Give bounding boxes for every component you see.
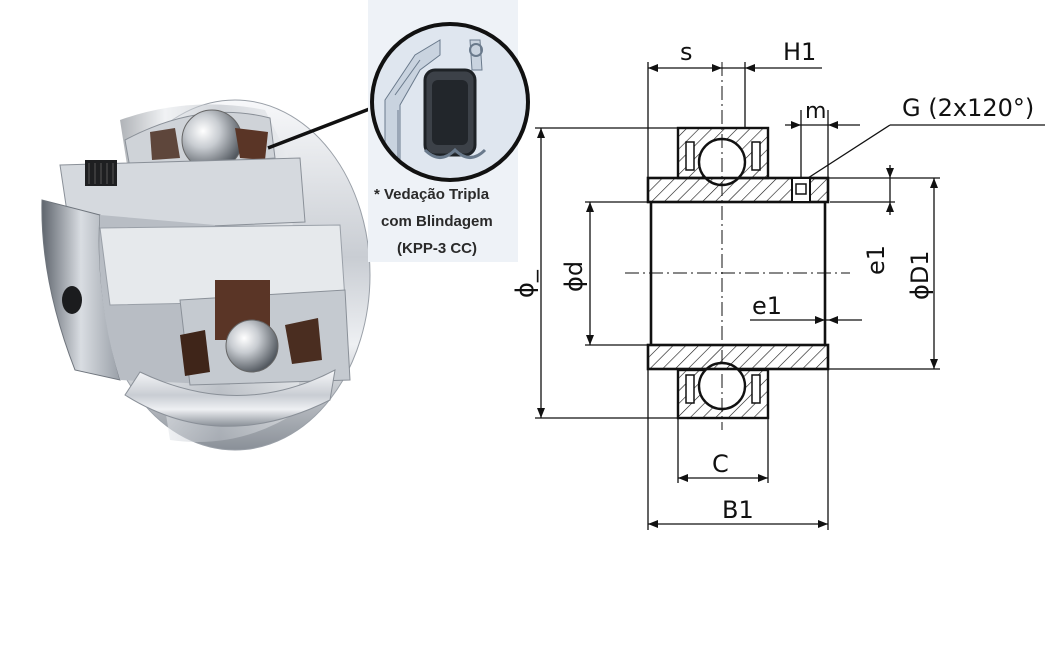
- dim-label-h1: H1: [783, 38, 816, 66]
- dim-label-e1-vertical: e1: [862, 245, 890, 275]
- dim-label-phi-outer: ϕ_: [511, 269, 539, 298]
- seal-note-line1: * Vedação Tripla: [374, 186, 490, 203]
- dim-label-phi-d: ϕd: [560, 261, 588, 292]
- dim-label-e1-horizontal: e1: [752, 292, 782, 320]
- detail-leader-line: [267, 106, 373, 150]
- technical-drawing: s H1 m G (2x120°) ϕ_ ϕd ϕD1 e1 e1 C B1: [511, 38, 1045, 530]
- seal-detail-magnified: * Vedação Tripla com Blindagem (KPP-3 CC…: [368, 0, 530, 262]
- dim-label-s: s: [680, 38, 693, 66]
- inner-ring-bottom: [646, 343, 830, 371]
- set-screw: [791, 177, 811, 203]
- dim-label-c: C: [712, 450, 729, 478]
- dim-label-phi-d1: ϕD1: [906, 250, 934, 300]
- dim-label-b1: B1: [722, 496, 754, 524]
- seal-note-line3: (KPP-3 CC): [397, 240, 477, 257]
- seal-note-line2: com Blindagem: [381, 213, 493, 230]
- dim-label-g: G (2x120°): [902, 94, 1034, 122]
- bearing-cutaway-illustration: [41, 99, 371, 451]
- dim-label-m: m: [805, 99, 826, 124]
